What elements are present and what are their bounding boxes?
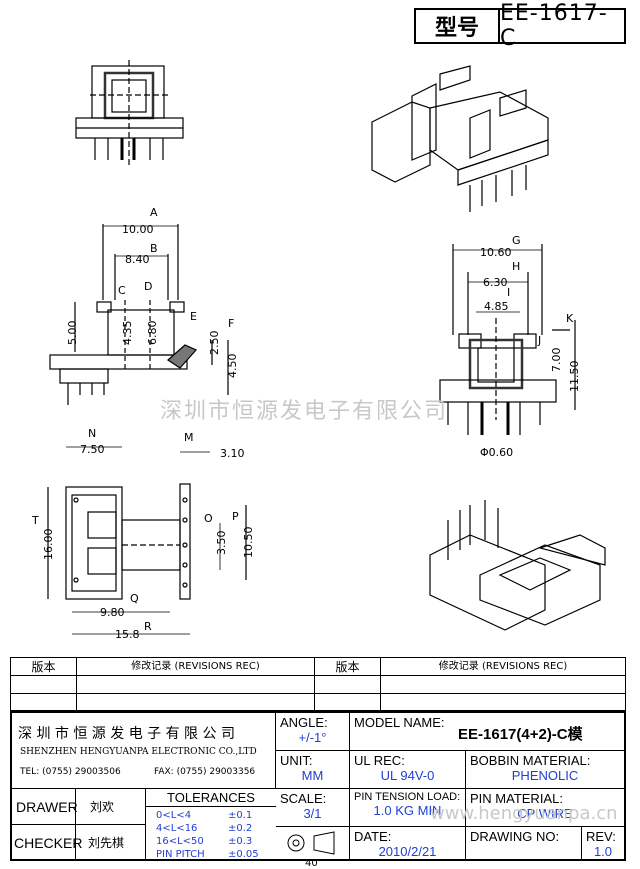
date-value: 2010/2/21 <box>378 844 437 859</box>
scale-label: SCALE: <box>280 791 327 806</box>
dim-label-Q: Q <box>130 592 139 605</box>
tol-range-1: 0<L<4 <box>156 810 192 821</box>
company-name-en: SHENZHEN HENGYUANPA ELECTRONIC CO.,LTD <box>20 747 257 757</box>
dim-label-G: G <box>512 234 521 247</box>
ul-rec-label: UL REC: <box>354 753 405 768</box>
company-tel: TEL: (0755) 29003506 <box>20 767 121 777</box>
pin-material-value: CP WIRE <box>517 806 573 821</box>
dim-label-P: P <box>232 510 239 523</box>
dim-label-M: M <box>184 431 194 444</box>
dim-label-N: N <box>88 427 96 440</box>
checker-value: 刘先棋 <box>76 825 146 861</box>
dim-value-4-35: 4.35 <box>121 321 134 346</box>
revisions-table: 版本 修改记录 (REVISIONS REC) 版本 修改记录 (REVISIO… <box>10 657 626 711</box>
dim-label-D: D <box>144 280 152 293</box>
dim-value-7-00: 7.00 <box>550 348 563 373</box>
dim-value-2-50: 2.50 <box>208 331 221 356</box>
tol-value-2: ±0.2 <box>228 823 253 834</box>
company-fax: FAX: (0755) 29003356 <box>154 767 256 777</box>
rev-col-record-2: 修改记录 (REVISIONS REC) <box>381 658 625 676</box>
dim-value-9-80: 9.80 <box>100 606 125 619</box>
tol-range-2: 4<L<16 <box>156 823 198 834</box>
tol-value-4: ±0.05 <box>228 849 259 860</box>
dim-label-T: T <box>31 514 39 527</box>
tol-range-4: PIN PITCH <box>156 849 205 860</box>
top-view-bottom <box>47 483 247 600</box>
technical-drawing: A 10.00 B 8.40 C D E F 5.00 4.35 6.80 2.… <box>31 60 606 641</box>
tol-value-1: ±0.1 <box>228 810 253 821</box>
unit-value: MM <box>301 768 324 783</box>
dim-value-15-8: 15.8 <box>115 628 140 641</box>
pin-tension-value: 1.0 KG MIN <box>373 803 442 818</box>
dim-value-16-00: 16.00 <box>42 529 55 561</box>
tol-value-3: ±0.3 <box>228 836 253 847</box>
tol-range-3: 16<L<50 <box>156 836 204 847</box>
dim-label-I: I <box>507 286 510 299</box>
dim-value-10-00: 10.00 <box>122 223 154 236</box>
rev-label: REV: <box>586 829 616 844</box>
dim-label-J: J <box>537 334 541 347</box>
dim-label-K: K <box>566 312 574 325</box>
dim-label-A: A <box>150 206 158 219</box>
watermark-url: www.hengyuanpa.cn <box>430 803 618 824</box>
company-name-cn: 深 圳 市 恒 源 发 电 子 有 限 公 司 <box>18 726 235 742</box>
dim-value-6-30: 6.30 <box>483 276 508 289</box>
dim-value-3-10: 3.10 <box>220 447 245 460</box>
bobbin-material-value: PHENOLIC <box>511 768 579 783</box>
model-name-value: EE-1617(4+2)-C模 <box>458 726 583 743</box>
dim-label-E: E <box>190 310 197 323</box>
dim-label-C: C <box>118 284 126 297</box>
watermark-company: 深圳市恒源发电子有限公司 <box>160 399 449 424</box>
angle-label: ANGLE: <box>280 715 328 730</box>
rev-col-version-2: 版本 <box>315 658 381 676</box>
dim-value-3-50: 3.50 <box>215 531 228 556</box>
rev-value: 1.0 <box>593 844 613 859</box>
dim-value-5-00: 5.00 <box>66 321 79 346</box>
model-label: 型号 <box>416 10 500 42</box>
dim-label-F: F <box>228 317 234 330</box>
isometric-view-top <box>371 65 549 212</box>
dim-value-7-50: 7.50 <box>80 443 105 456</box>
bottom-partial-number: 40 <box>305 858 318 869</box>
bobbin-material-label: BOBBIN MATERIAL: <box>470 753 591 768</box>
dim-label-O: O <box>204 512 213 525</box>
rev-col-version-1: 版本 <box>11 658 77 676</box>
model-name-label: MODEL NAME: <box>354 715 445 730</box>
model-title-box: 型号 EE-1617-C <box>414 1 626 51</box>
dim-value-10-50: 10.50 <box>242 527 255 559</box>
title-block: 深 圳 市 恒 源 发 电 子 有 限 公 司 SHENZHEN HENGYUA… <box>10 711 626 861</box>
dim-value-pin-diameter: Φ0.60 <box>480 446 513 459</box>
tolerances-label: TOLERANCES <box>146 789 276 807</box>
company-info: 深 圳 市 恒 源 发 电 子 有 限 公 司 SHENZHEN HENGYUA… <box>12 713 276 789</box>
dim-value-11-50: 11.50 <box>568 361 581 393</box>
dimension-lines <box>66 225 542 635</box>
pin-material-label: PIN MATERIAL: <box>470 791 563 806</box>
projection-symbol <box>276 827 350 861</box>
dim-value-8-40: 8.40 <box>125 253 150 266</box>
pin-tension-label: PIN TENSION LOAD: <box>354 791 461 803</box>
angle-value: +/-1° <box>298 730 327 745</box>
date-label: DATE: <box>354 829 392 844</box>
drawing-no-label: DRAWING NO: <box>470 829 560 844</box>
drawer-label: DRAWER <box>12 789 78 825</box>
front-view-top <box>75 60 184 165</box>
unit-label: UNIT: <box>280 753 313 768</box>
side-view-left <box>49 224 229 405</box>
dim-label-B: B <box>150 242 158 255</box>
dim-value-4-50: 4.50 <box>226 354 239 379</box>
rev-col-record-1: 修改记录 (REVISIONS REC) <box>77 658 315 676</box>
checker-label: CHECKER <box>12 825 82 861</box>
dim-value-10-60: 10.60 <box>480 246 512 259</box>
drawer-value: 刘欢 <box>76 789 146 825</box>
isometric-view-bottom <box>429 500 606 631</box>
front-view-right <box>439 244 576 435</box>
dim-label-R: R <box>144 620 152 633</box>
ul-rec-value: UL 94V-0 <box>380 768 435 783</box>
dim-value-4-85: 4.85 <box>484 300 509 313</box>
scale-value: 3/1 <box>303 806 322 821</box>
dim-value-6-80: 6.80 <box>146 321 159 346</box>
dim-label-H: H <box>512 260 520 273</box>
